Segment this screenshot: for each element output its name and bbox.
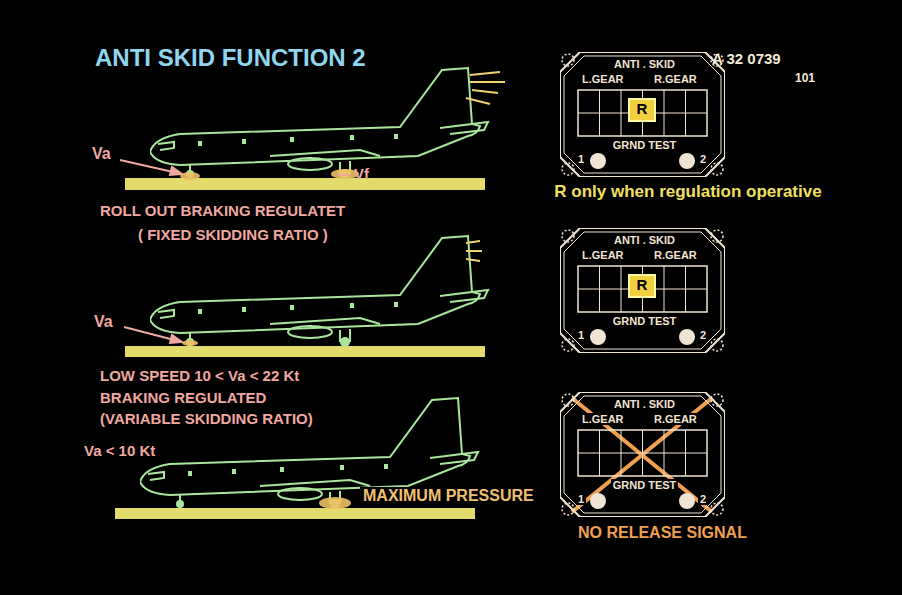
grid — [578, 430, 707, 476]
slide-title: ANTI SKID FUNCTION 2 — [95, 44, 366, 72]
button-number: 2 — [698, 329, 708, 341]
test-button — [590, 329, 606, 345]
label: MAXIMUM PRESSURE — [360, 487, 537, 505]
legend-row: ANTI . SKID — [560, 234, 729, 246]
panel-legend: R.GEAR — [652, 249, 699, 261]
test-button — [679, 153, 695, 169]
label: Vf — [354, 165, 369, 182]
exhaust-lines — [466, 72, 505, 261]
button-number: 1 — [576, 493, 586, 505]
screw — [562, 230, 574, 242]
panel-legend: L.GEAR — [580, 413, 626, 425]
screw — [711, 163, 723, 175]
octagon — [560, 228, 725, 353]
legend-row: GRND TEST — [560, 139, 729, 151]
screw — [711, 394, 723, 406]
screw — [711, 339, 723, 351]
light-face — [629, 99, 655, 121]
screw — [562, 54, 574, 66]
runway — [115, 508, 475, 519]
panel-legend: ANTI . SKID — [612, 58, 677, 70]
panel-legend: GRND TEST — [611, 139, 679, 151]
grid — [578, 90, 707, 136]
brake-glow — [180, 169, 359, 509]
test-button — [590, 493, 606, 509]
octagon-inner — [564, 232, 721, 349]
label: NO RELEASE SIGNAL — [578, 524, 747, 542]
aircraft — [150, 236, 488, 347]
test-button — [590, 153, 606, 169]
screw — [562, 503, 574, 515]
button-number: 1 — [576, 153, 586, 165]
panel-legend: GRND TEST — [611, 315, 679, 327]
octagon-inner — [564, 56, 721, 173]
legend-row: ANTI . SKID — [560, 58, 729, 70]
panel-legend: GRND TEST — [611, 479, 679, 491]
label: R only when regulation operative — [548, 182, 828, 202]
indicator-letter: R — [628, 277, 656, 294]
control-panel: ANTI . SKID L.GEAR R.GEAR GRND TEST 1 2 — [560, 392, 725, 517]
label: Va < 10 Kt — [84, 442, 155, 459]
test-button — [679, 493, 695, 509]
legend-row: ANTI . SKID — [560, 398, 729, 410]
screw — [562, 394, 574, 406]
panel-legend: R.GEAR — [652, 73, 699, 85]
indicator-letter: R — [628, 101, 656, 118]
label: (VARIABLE SKIDDING RATIO) — [100, 410, 313, 427]
panel-legend: R.GEAR — [652, 413, 699, 425]
runway — [125, 346, 485, 357]
label: Va — [94, 313, 113, 331]
indicator-light: R — [628, 274, 656, 298]
light-face — [629, 275, 655, 297]
button-number: 1 — [576, 329, 586, 341]
legend-row: GRND TEST — [560, 479, 729, 491]
panel-legend: ANTI . SKID — [612, 234, 677, 246]
screw — [562, 339, 574, 351]
cross-out — [572, 398, 712, 512]
panel-legend: L.GEAR — [580, 73, 626, 85]
octagon — [560, 52, 725, 177]
indicator-light: R — [628, 98, 656, 122]
screw — [711, 503, 723, 515]
grid — [578, 266, 707, 312]
panel-legend: L.GEAR — [580, 249, 626, 261]
label: A 32 0739 — [712, 50, 781, 67]
screw — [711, 230, 723, 242]
label: Va — [92, 145, 111, 163]
leader-lines — [120, 160, 350, 343]
test-button — [679, 329, 695, 345]
label: BRAKING REGULATED — [100, 389, 266, 406]
screw — [562, 163, 574, 175]
label: 101 — [795, 72, 815, 86]
button-number: 2 — [698, 493, 708, 505]
runway — [125, 178, 485, 190]
control-panel: ANTI . SKID L.GEAR R.GEAR GRND TEST 1 2 R — [560, 228, 725, 353]
legend-row: GRND TEST — [560, 315, 729, 327]
label: ROLL OUT BRAKING REGULATET — [100, 202, 345, 219]
label: LOW SPEED 10 < Va < 22 Kt — [100, 367, 299, 384]
octagon-inner — [564, 396, 721, 513]
octagon — [560, 392, 725, 517]
panel-legend: ANTI . SKID — [612, 398, 677, 410]
label: ( FIXED SKIDDING RATIO ) — [138, 226, 328, 243]
button-number: 2 — [698, 153, 708, 165]
control-panel: ANTI . SKID L.GEAR R.GEAR GRND TEST 1 2 R — [560, 52, 725, 177]
screw — [711, 54, 723, 66]
aircraft — [150, 68, 488, 179]
